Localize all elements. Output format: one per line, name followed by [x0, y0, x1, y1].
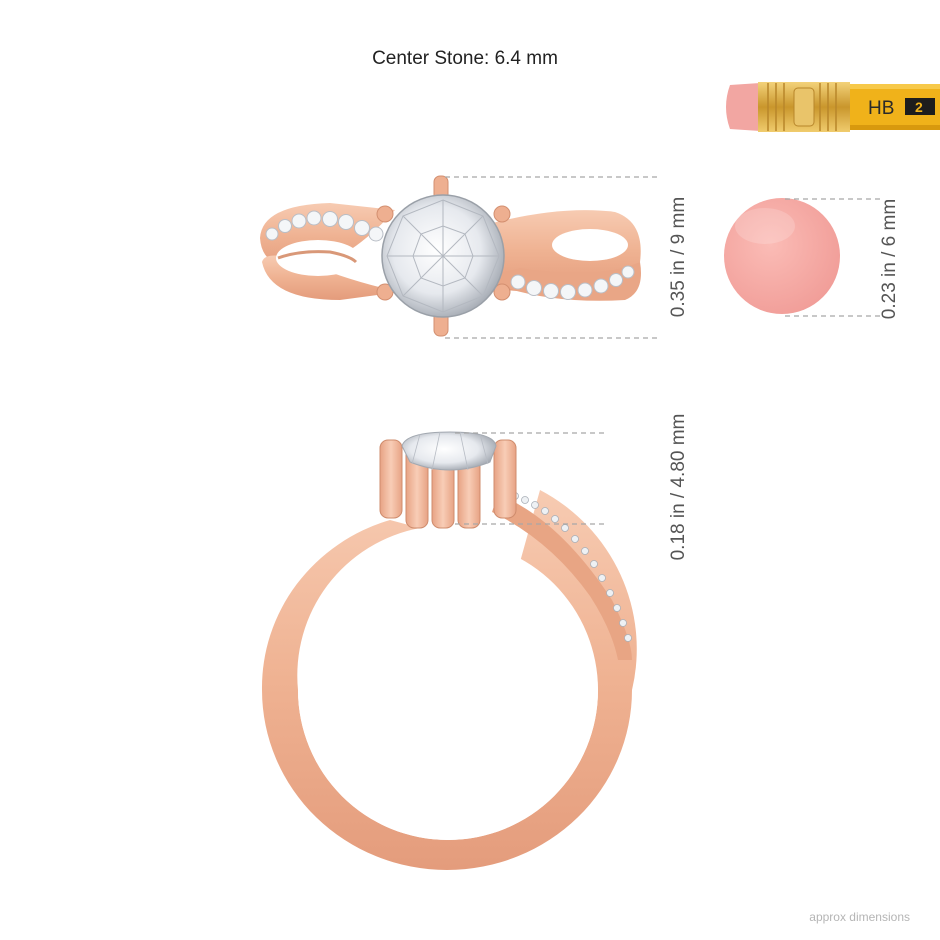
eraser-dimension-label: 0.23 in / 6 mm: [879, 198, 900, 320]
dimension-guides: [445, 176, 880, 525]
approx-dimensions-note: approx dimensions: [809, 910, 910, 924]
ring-side-view: [261, 431, 637, 870]
side-view-dimension-label: 0.18 in / 4.80 mm: [668, 413, 689, 561]
pencil-grade-label: HB: [868, 98, 894, 119]
center-stone-title: Center Stone: 6.4 mm: [372, 48, 558, 69]
pencil-icon: HB 2: [726, 82, 940, 132]
eraser-icon: [724, 198, 840, 314]
top-view-dimension-label: 0.35 in / 9 mm: [668, 196, 689, 318]
pencil-number-label: 2: [915, 99, 923, 115]
ring-top-view: [260, 175, 641, 337]
